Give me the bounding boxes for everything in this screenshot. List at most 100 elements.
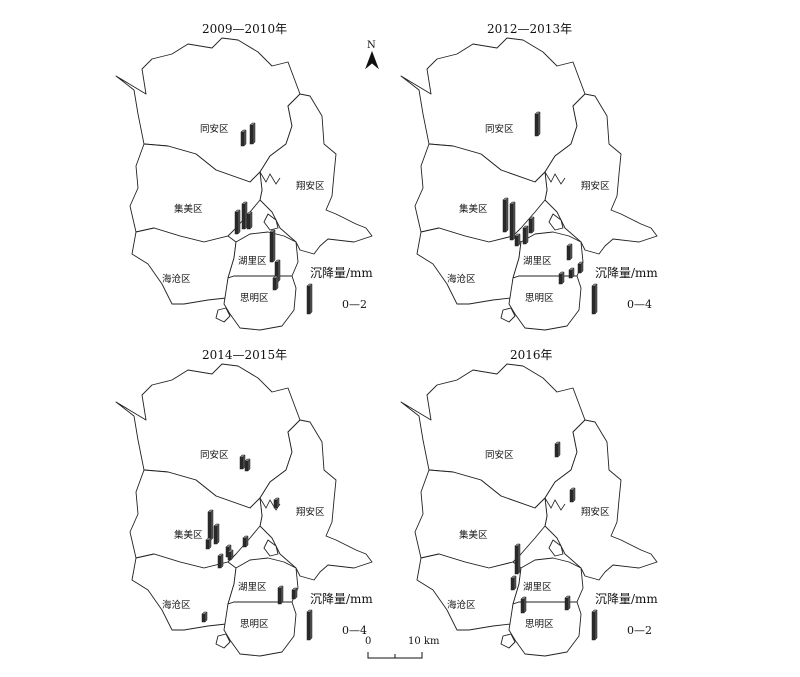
legend-range: 0—2 — [342, 298, 367, 311]
legend-range: 0—4 — [342, 624, 367, 637]
district-huli — [227, 557, 299, 605]
islet-gulangyu — [500, 633, 516, 649]
district-haicang — [416, 553, 522, 631]
subsidence-bar-3 — [207, 509, 214, 541]
district-label-jimei: 集美区 — [174, 203, 203, 215]
district-label-tongan: 同安区 — [485, 449, 514, 461]
district-xiangan — [544, 419, 658, 581]
district-label-xiangan: 翔安区 — [581, 506, 610, 518]
subsidence-bar-8 — [272, 275, 279, 291]
district-huli — [227, 231, 299, 279]
district-label-huli: 湖里区 — [523, 256, 552, 267]
subsidence-bar-4 — [514, 233, 521, 247]
subsidence-bar-2 — [244, 458, 251, 472]
district-label-haicang: 海沧区 — [162, 273, 191, 285]
panel-2016: 2016年 同安区翔安区集美区湖里区海沧区思明区 沉降量/mm 0—2 — [395, 340, 795, 670]
district-siming — [223, 275, 297, 331]
district-label-jimei: 集美区 — [459, 203, 488, 215]
panel-2014-2015: 2014—2015年 同安区翔安区集美区湖里区海沧区思明区 沉降量/mm 0—4 — [110, 340, 510, 670]
district-siming — [508, 601, 582, 657]
north-label: N — [367, 40, 376, 51]
subsidence-bar-1 — [554, 441, 561, 458]
islet-gulangyu — [215, 633, 231, 649]
subsidence-bar-5 — [564, 595, 571, 611]
legend-title: 沉降量/mm — [595, 266, 658, 280]
river-line — [259, 171, 281, 185]
river-line — [544, 171, 566, 185]
inlet-jimei — [548, 539, 564, 557]
legend-range: 0—4 — [627, 298, 652, 311]
district-label-haicang: 海沧区 — [447, 599, 476, 611]
subsidence-bar-5 — [246, 211, 253, 230]
subsidence-bar-10 — [273, 497, 280, 509]
subsidence-bar-6 — [242, 535, 249, 548]
subsidence-bar-1 — [239, 454, 246, 470]
legend-range: 0—2 — [627, 624, 652, 637]
district-label-xiangan: 翔安区 — [296, 506, 325, 518]
district-label-tongan: 同安区 — [200, 123, 229, 135]
subsidence-bar-3 — [234, 209, 241, 235]
north-arrow-icon — [365, 50, 379, 70]
district-label-jimei: 集美区 — [174, 529, 203, 541]
panel-2012-2013: 2012—2013年 同安区翔安区集美区湖里区海沧区思明区 沉降量/mm 0—4 — [395, 14, 795, 344]
district-label-haicang: 海沧区 — [162, 599, 191, 611]
subsidence-bar-7 — [274, 259, 281, 283]
subsidence-bar-11 — [277, 585, 284, 605]
district-label-siming: 思明区 — [240, 619, 269, 630]
panel-title: 2012—2013年 — [487, 22, 573, 36]
scale-start: 0 — [365, 636, 372, 647]
district-jimei — [414, 469, 548, 569]
panel-title: 2014—2015年 — [202, 348, 288, 362]
subsidence-bar-2 — [249, 122, 256, 145]
district-xiangan — [259, 419, 373, 581]
district-label-siming: 思明区 — [525, 293, 554, 304]
district-haicang — [131, 227, 237, 305]
subsidence-bar-9 — [227, 549, 234, 561]
legend-bar — [306, 283, 313, 315]
legend-title: 沉降量/mm — [595, 592, 658, 606]
panel-title: 2016年 — [510, 348, 553, 362]
subsidence-bar-4 — [241, 201, 248, 230]
district-label-huli: 湖里区 — [238, 582, 267, 593]
legend-bar — [591, 283, 598, 315]
district-label-huli: 湖里区 — [523, 582, 552, 593]
legend-bar — [306, 609, 313, 641]
district-siming — [508, 275, 582, 331]
subsidence-bar-1 — [240, 129, 247, 147]
district-haicang — [416, 227, 522, 305]
subsidence-bar-13 — [201, 611, 208, 623]
subsidence-bar-8 — [217, 553, 224, 569]
district-label-tongan: 同安区 — [200, 449, 229, 461]
subsidence-bar-9 — [568, 267, 575, 279]
inlet-jimei — [548, 213, 564, 231]
inlet-jimei — [263, 213, 279, 231]
subsidence-bar-5 — [522, 225, 529, 245]
scale-end: 10 km — [408, 636, 440, 647]
subsidence-bar-6 — [528, 216, 535, 234]
subsidence-bar-7 — [205, 537, 212, 550]
subsidence-bar-2 — [502, 197, 509, 233]
subsidence-bar-8 — [558, 271, 565, 285]
district-label-siming: 思明区 — [240, 293, 269, 304]
river-line — [544, 497, 566, 511]
subsidence-bar-3 — [514, 543, 521, 575]
district-label-xiangan: 翔安区 — [296, 180, 325, 192]
district-siming — [223, 601, 297, 657]
panel-title: 2009—2010年 — [202, 22, 288, 36]
district-label-xiangan: 翔安区 — [581, 180, 610, 192]
subsidence-bar-1 — [534, 111, 541, 137]
legend-bar — [591, 609, 598, 641]
legend-title: 沉降量/mm — [310, 266, 373, 280]
district-label-huli: 湖里区 — [238, 256, 267, 267]
subsidence-bar-6 — [269, 229, 276, 263]
district-label-tongan: 同安区 — [485, 123, 514, 135]
legend-title: 沉降量/mm — [310, 592, 373, 606]
district-label-jimei: 集美区 — [459, 529, 488, 541]
district-jimei — [129, 469, 263, 569]
subsidence-bar-3 — [509, 201, 516, 241]
